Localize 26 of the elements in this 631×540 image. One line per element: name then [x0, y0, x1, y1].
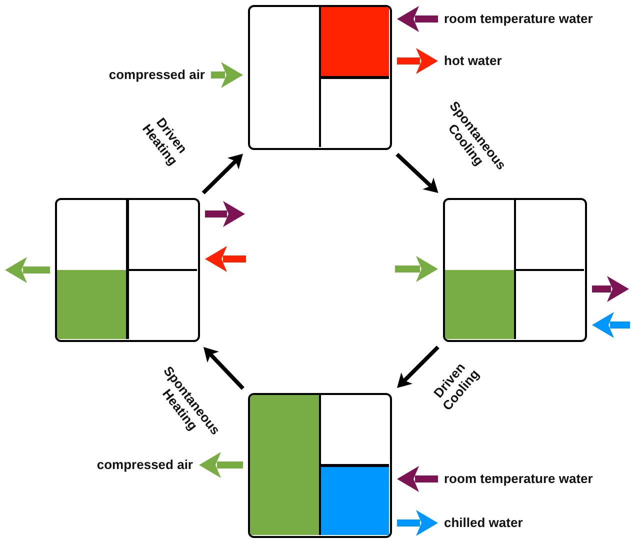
flow-arrow [592, 276, 629, 302]
flow-arrow [397, 6, 438, 32]
flow-arrow [397, 48, 438, 74]
flow-arrow [395, 256, 438, 282]
cycle-arrow [202, 152, 244, 194]
chamber-box [443, 198, 587, 342]
flow-arrow [205, 246, 246, 272]
chamber-box [248, 393, 392, 538]
cycle-arrow [202, 346, 244, 390]
flow-arrow [199, 452, 243, 478]
flow-arrow [5, 257, 50, 283]
flow-label: room temperature water [444, 10, 631, 28]
flow-label: chilled water [444, 514, 554, 532]
flow-arrow [592, 312, 630, 338]
flow-label: compressed air [60, 66, 205, 84]
flow-arrow [205, 201, 245, 227]
flow-arrow [397, 466, 438, 492]
flow-label: hot water [444, 52, 534, 70]
flow-arrow [211, 62, 243, 88]
chamber-box [248, 5, 392, 150]
cycle-arrow [396, 346, 440, 390]
cycle-arrow [396, 152, 440, 194]
flow-arrow [397, 510, 438, 536]
flow-label: room temperature water [444, 470, 631, 488]
chamber-box [55, 198, 200, 342]
flow-label: compressed air [60, 456, 193, 474]
